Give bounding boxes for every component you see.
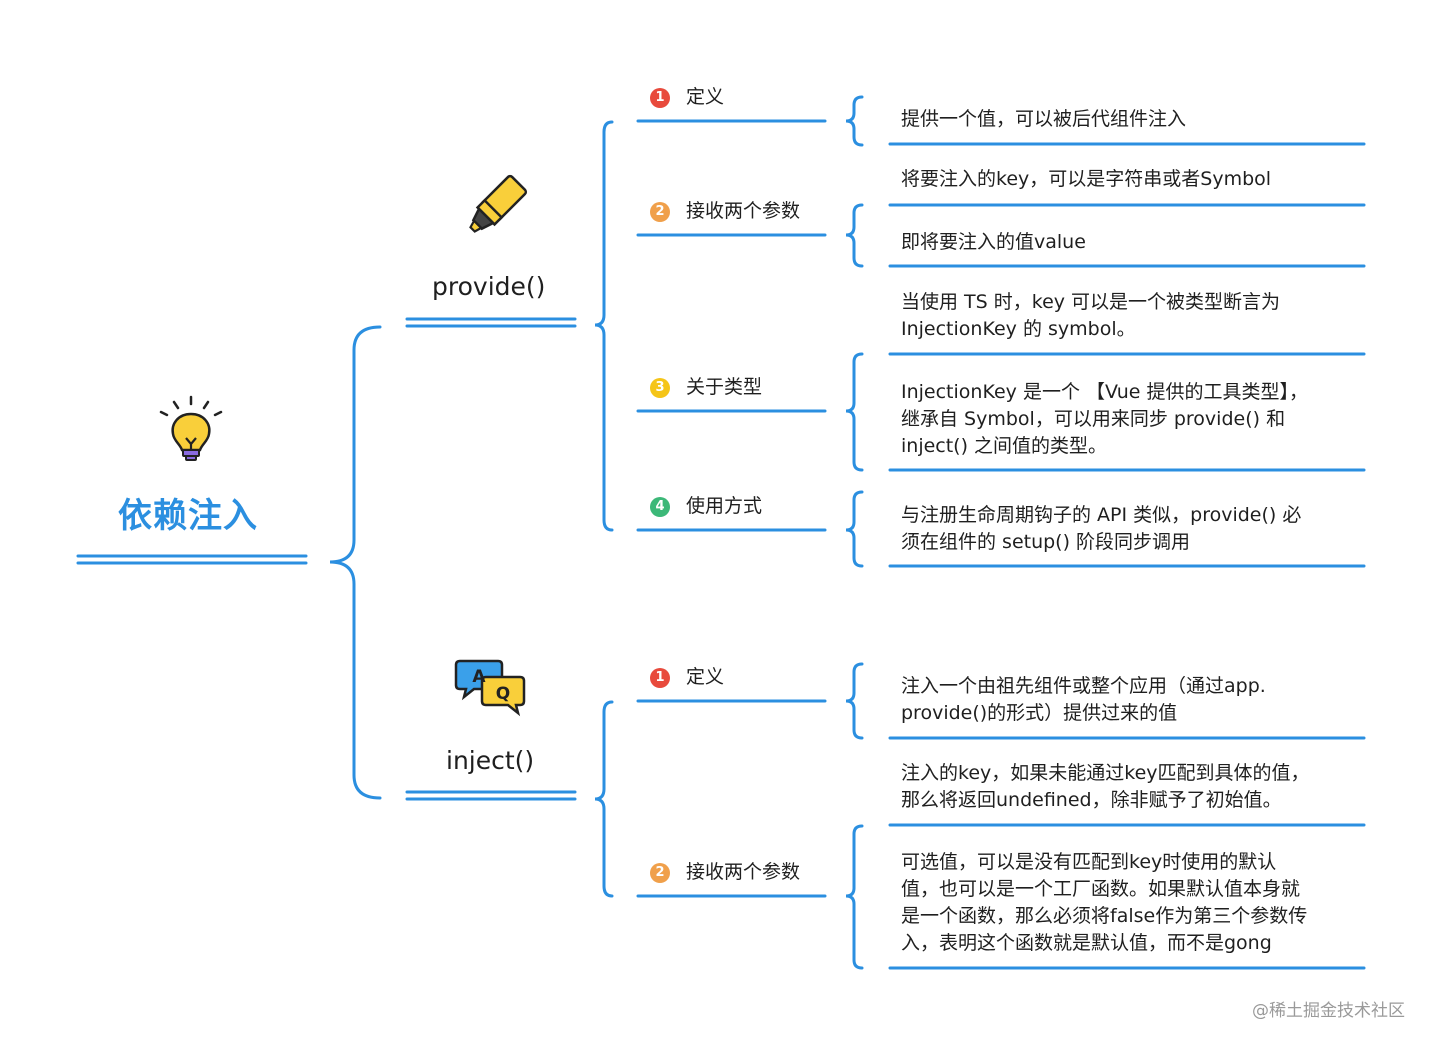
inject-brace: [594, 700, 614, 898]
provide-3-detail-2-line-2: 继承自 Symbol，可以用来同步 provide() 和: [901, 408, 1286, 430]
qa-letter-q: Q: [496, 684, 510, 704]
provide-item-2-brace: [845, 203, 864, 268]
inject-item-1-number: 1: [650, 668, 670, 688]
inject-1-detail-line-1: 注入一个由祖先组件或整个应用（通过app.: [901, 675, 1266, 697]
inject-1-detail-line-2: provide()的形式）提供过来的值: [901, 702, 1178, 724]
provide-3-detail-2-line-1: InjectionKey 是一个 【Vue 提供的工具类型】，: [901, 381, 1308, 403]
provide-1-detail: 提供一个值，可以被后代组件注入: [901, 108, 1187, 130]
provide-item-1-number: 1: [650, 88, 670, 108]
provide-item-1-brace: [845, 95, 864, 147]
provide-3-detail-2-line-3: inject() 之间值的类型。: [901, 435, 1108, 457]
provide-item-4-number: 4: [650, 497, 670, 517]
provide-node-label: provide(): [432, 272, 546, 301]
inject-item-1-label: 定义: [686, 666, 725, 688]
provide-4-detail-line-2: 须在组件的 setup() 阶段同步调用: [901, 531, 1191, 553]
inject-2-detail-2-line-3: 是一个函数，那么必须将false作为第三个参数传: [901, 905, 1308, 927]
inject-underline: [405, 790, 577, 801]
provide-item-2-label: 接收两个参数: [686, 200, 801, 222]
provide-3-detail-1-line-2: InjectionKey 的 symbol。: [901, 318, 1136, 340]
provide-item-4-brace: [845, 490, 864, 568]
provide-item-3-brace: [845, 352, 864, 472]
provide-item-4-label: 使用方式: [686, 495, 763, 517]
watermark: @稀土掘金技术社区: [1252, 1001, 1405, 1021]
provide-item-3-number: 3: [650, 378, 670, 398]
inject-item-2-brace: [845, 824, 864, 970]
inject-item-2-number: 2: [650, 863, 670, 883]
qa-chat-icon: A Q: [454, 659, 526, 717]
inject-item-1-brace: [845, 662, 864, 740]
provide-2-detail-2: 即将要注入的值value: [901, 231, 1086, 253]
provide-underline: [405, 317, 577, 328]
inject-2-detail-2-line-2: 值，也可以是一个工厂函数。如果默认值本身就: [901, 878, 1301, 900]
root-title: 依赖注入: [118, 496, 258, 536]
inject-2-detail-2-line-4: 入，表明这个函数就是默认值，而不是gong: [901, 932, 1272, 954]
provide-item-1-label: 定义: [686, 86, 725, 108]
inject-2-detail-1-line-1: 注入的key，如果未能通过key匹配到具体的值，: [901, 762, 1310, 784]
provide-2-detail-1: 将要注入的key，可以是字符串或者Symbol: [901, 168, 1272, 190]
provide-brace: [594, 120, 614, 532]
provide-item-2-number: 2: [650, 202, 670, 222]
highlighter-icon: [469, 174, 528, 233]
qa-letter-a: A: [472, 667, 486, 687]
provide-3-detail-1-line-1: 当使用 TS 时，key 可以是一个被类型断言为: [901, 291, 1281, 313]
provide-4-detail-line-1: 与注册生命周期钩子的 API 类似，provide() 必: [901, 504, 1302, 526]
inject-2-detail-2-line-1: 可选值，可以是没有匹配到key时使用的默认: [901, 851, 1277, 873]
inject-2-detail-1-line-2: 那么将返回undefined，除非赋予了初始值。: [901, 789, 1282, 811]
provide-item-3-label: 关于类型: [686, 376, 763, 398]
root-underline: [76, 554, 308, 565]
lightbulb-icon: [159, 395, 223, 461]
inject-node-label: inject(): [446, 746, 535, 775]
root-brace: [329, 325, 382, 800]
inject-item-2-label: 接收两个参数: [686, 861, 801, 883]
